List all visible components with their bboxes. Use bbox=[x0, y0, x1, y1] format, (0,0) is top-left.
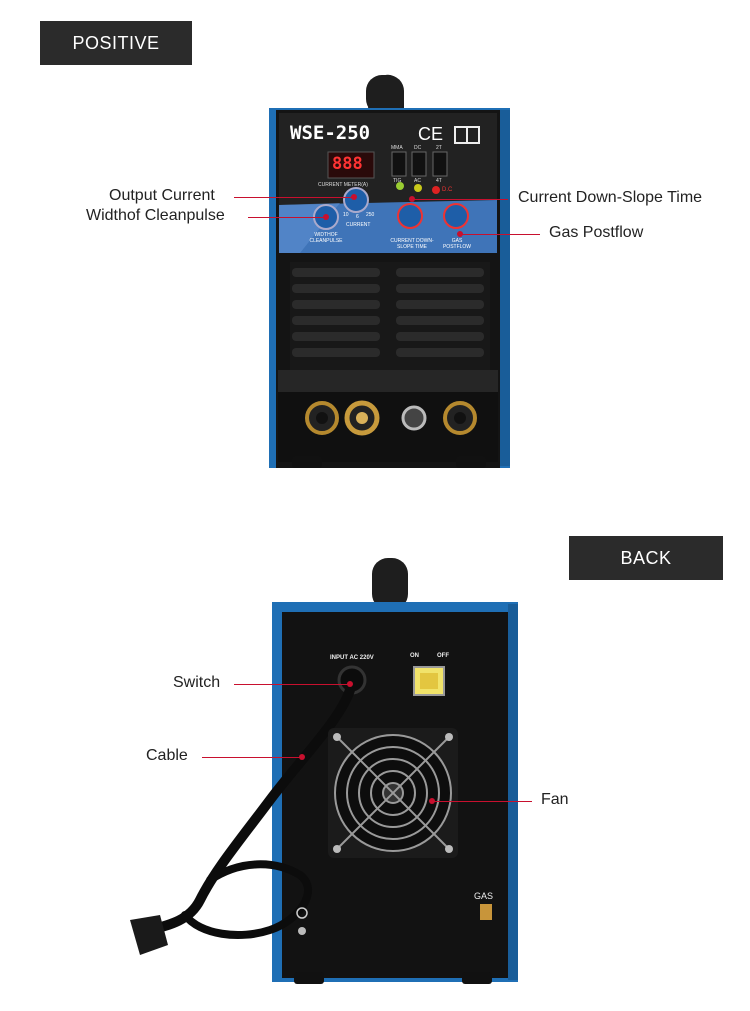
dc-indicator-label: D.C bbox=[442, 187, 453, 193]
knob-label-downslope: CURRENT DOWN-SLOPE TIME bbox=[390, 238, 434, 250]
callout-line-width-cleanpulse bbox=[248, 217, 326, 218]
callout-line-gas-postflow bbox=[460, 234, 540, 235]
callout-output-current: Output Current bbox=[109, 187, 215, 204]
switch-label-tig: TIG bbox=[393, 178, 402, 184]
callout-line-output-current bbox=[234, 197, 354, 198]
callout-line-down-slope-time bbox=[412, 199, 508, 200]
callout-dot-down-slope-time bbox=[409, 196, 415, 202]
scale-value-250: 250 bbox=[366, 212, 375, 218]
switch-label-ac: AC bbox=[414, 178, 421, 184]
callout-switch: Switch bbox=[173, 674, 221, 691]
callout-dot-width-cleanpulse bbox=[323, 214, 329, 220]
positive-tag: POSITIVE bbox=[40, 21, 192, 65]
current-display: 888 bbox=[332, 154, 363, 174]
callout-width-cleanpulse: Widthof Cleanpulse bbox=[86, 207, 225, 224]
callout-line-switch bbox=[234, 684, 350, 685]
gas-label: GAS bbox=[474, 891, 494, 901]
callout-cable: Cable bbox=[146, 747, 188, 764]
knob-label-current: CURRENT bbox=[346, 222, 371, 228]
knob-label-cleanpulse: WIDTHOF CLEANPULSE bbox=[309, 232, 343, 244]
switch-label-4t: 4T bbox=[436, 178, 442, 184]
meter-label: CURRENT METER(A) bbox=[318, 182, 368, 188]
on-label: ON bbox=[410, 653, 419, 659]
back-tag: BACK bbox=[569, 536, 723, 580]
knob-label-gas-postflow: GAS POSTFLOW bbox=[442, 238, 472, 250]
switch-label-dc: DC bbox=[414, 145, 422, 151]
callout-dot-cable bbox=[299, 754, 305, 760]
scale-value-6: 6 bbox=[356, 214, 359, 220]
scale-value-10: 10 bbox=[343, 212, 349, 218]
switch-label-mma: MMA bbox=[391, 145, 403, 151]
input-ac-label: INPUT AC 220V bbox=[330, 655, 374, 661]
callout-line-fan bbox=[432, 801, 532, 802]
off-label: OFF bbox=[437, 653, 449, 659]
callout-dot-gas-postflow bbox=[457, 231, 463, 237]
ce-mark: CE bbox=[418, 124, 444, 144]
callout-dot-output-current bbox=[351, 194, 357, 200]
callout-fan: Fan bbox=[541, 791, 569, 808]
callout-gas-postflow: Gas Postflow bbox=[549, 224, 644, 241]
model-label: WSE-250 bbox=[290, 122, 371, 144]
switch-label-2t: 2T bbox=[436, 145, 442, 151]
callout-dot-switch bbox=[347, 681, 353, 687]
callout-down-slope-time: Current Down-Slope Time bbox=[518, 189, 703, 206]
callout-line-cable bbox=[202, 757, 302, 758]
callout-dot-fan bbox=[429, 798, 435, 804]
